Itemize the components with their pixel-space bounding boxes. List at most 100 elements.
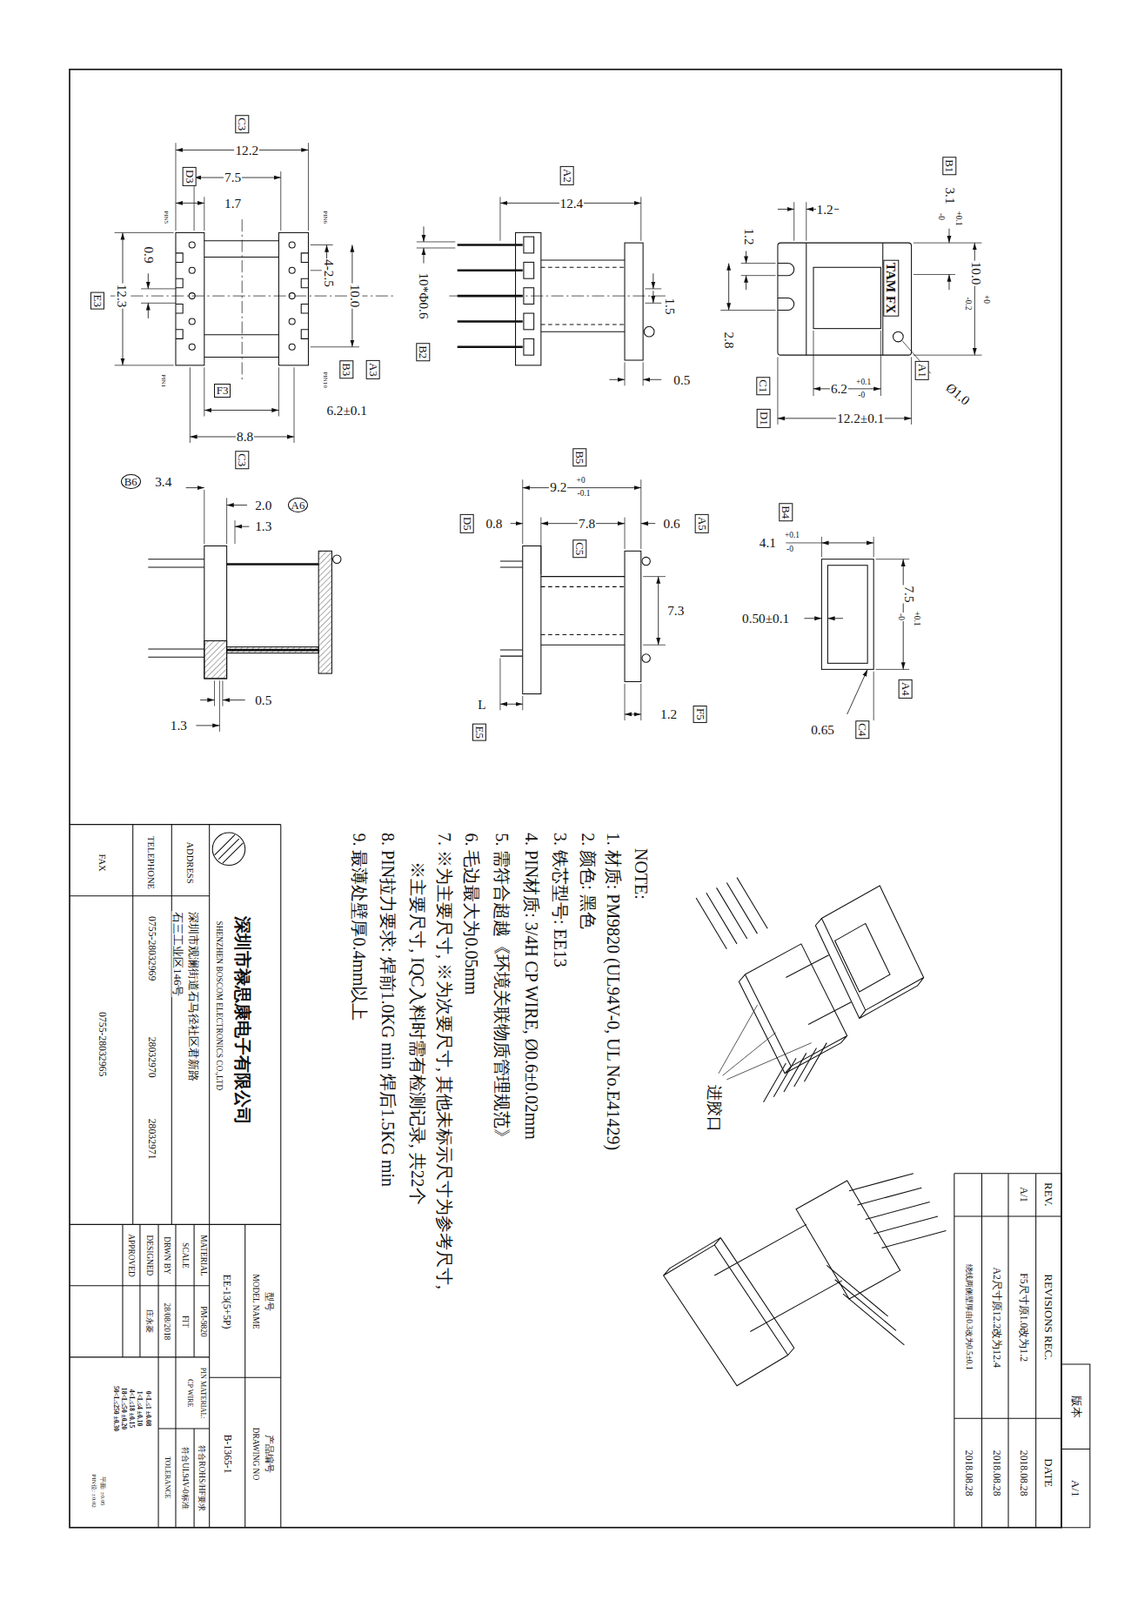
tube-section-stroke	[827, 565, 868, 664]
bottom-view-stroke	[657, 576, 659, 646]
end-view-stroke	[728, 263, 730, 311]
tube-section-stroke	[821, 559, 874, 670]
section-view-stroke	[227, 564, 320, 651]
title-block-cell: ADDRESS	[185, 840, 195, 884]
section-view-stroke	[204, 489, 235, 732]
title-block-cell: 1<L≤4 ±0.10	[136, 1390, 144, 1428]
side-view-stroke	[416, 196, 662, 386]
note-line: 1. 材质: PM9820 (UL94V-0, UL No.E41429)	[603, 831, 623, 1152]
isometric-view-stroke	[785, 955, 851, 1025]
isometric-view-stroke	[718, 1004, 812, 1080]
top-view-stroke	[204, 240, 280, 358]
top-view-stroke	[188, 343, 195, 350]
title-block	[69, 824, 282, 1528]
section-view-stroke	[227, 504, 248, 506]
revision-cell: 2018.08.28	[990, 1449, 1001, 1498]
note-line: NOTE:	[631, 847, 650, 901]
title-block-stroke	[69, 1224, 282, 1527]
tube-section-stroke	[821, 542, 874, 543]
revision-cell: REVISIONS REC.	[1042, 1272, 1055, 1361]
tube-section	[785, 536, 910, 721]
section-view-stroke	[200, 699, 215, 701]
title-block-cell: CP WIRE	[185, 1378, 194, 1409]
title-block-cell: 28032971	[145, 1117, 156, 1161]
dimension-text: 12.3	[115, 283, 130, 309]
isometric-view-stroke	[815, 885, 924, 1018]
reference-tag: A3	[367, 360, 382, 380]
dimension-text: 4-2.5	[321, 259, 336, 289]
end-view-stroke	[777, 208, 795, 210]
dimension-text: +0	[575, 476, 587, 486]
title-block-cell: 符合UL94V-0标准	[180, 1445, 189, 1511]
side-view-stroke	[448, 295, 669, 297]
side-view-stroke	[523, 261, 535, 279]
title-block-cell: APPROVED	[126, 1232, 135, 1279]
title-block-cell: EE-13(5+5P)	[220, 1273, 232, 1331]
note-line: 9. 最薄处壁厚0.4mm以上	[349, 831, 369, 1022]
dimension-text: 0.5	[254, 693, 273, 708]
top-view	[110, 142, 394, 443]
end-view-stroke	[777, 263, 795, 311]
revision-cell: 绕线两侧壁厚由0.3改为0.5±0.1	[963, 1263, 973, 1371]
isometric-view-stroke	[835, 923, 891, 992]
title-block-cell: 型号	[263, 1291, 274, 1312]
reference-tag: D5	[461, 514, 476, 534]
dimension-text: 0.8	[484, 516, 503, 531]
top-view-stroke	[278, 232, 308, 365]
title-block-cell: PM-9820	[198, 1305, 208, 1339]
section-view-stroke	[222, 699, 246, 701]
end-view-stroke	[806, 242, 884, 355]
reference-tag: B2	[416, 342, 431, 362]
isometric-view-stroke	[663, 1238, 795, 1386]
side-view-stroke	[624, 242, 643, 361]
dimension-text: 7.5	[223, 170, 242, 185]
section-view-stroke	[318, 550, 332, 674]
reference-tag: B4	[779, 502, 794, 522]
top-view-stroke	[188, 267, 195, 274]
reference-tag: C5	[573, 539, 588, 558]
title-block-cell: 产品编号	[263, 1433, 274, 1474]
dimension-text: 7.3	[666, 603, 685, 618]
dimension-text: 4.1	[758, 535, 777, 550]
title-block-stroke	[214, 834, 244, 864]
dimension-text: 3.4	[153, 475, 173, 489]
bottom-view-stroke	[522, 545, 542, 694]
end-view-stroke	[777, 242, 912, 355]
title-block-cell: 0755-28032969	[146, 915, 157, 982]
section-view-stroke	[204, 545, 228, 678]
reference-tag: B3	[340, 360, 355, 379]
revision-cell: 2018.08.28	[962, 1449, 973, 1498]
title-block-cell: 18<L≤50 ±0.20	[120, 1386, 128, 1431]
dimension-text: Ø1.0	[942, 379, 973, 409]
revision-cell: F5尺寸原1.0改为1.2	[1017, 1271, 1028, 1363]
reference-tag: B1	[942, 156, 957, 175]
revision-table	[954, 1173, 1091, 1528]
isometric-view-stroke	[696, 877, 768, 950]
title-block-cell: 深圳市禄思康电子有限公司	[234, 915, 253, 1126]
title-block-cell: 28/08/2018	[161, 1302, 171, 1342]
dimension-text: 10*Φ0.6	[416, 272, 431, 321]
top-view-stroke	[241, 219, 243, 380]
dimension-text: +0	[981, 294, 991, 305]
dimension-text: 1.2	[816, 202, 835, 217]
isometric-view-stroke	[796, 1180, 901, 1299]
bottom-view-stroke	[642, 654, 650, 663]
end-view	[720, 201, 982, 425]
dimension-text: +0.1	[855, 378, 872, 388]
isometric-view	[663, 877, 947, 1386]
bottom-view	[500, 479, 666, 721]
dimension-text: -0	[856, 391, 866, 401]
dimension-text: 1.7	[223, 196, 242, 211]
dimension-text: 12.2	[234, 143, 260, 158]
section-view	[147, 488, 342, 732]
dimension-text: 0.6	[662, 516, 682, 531]
title-block-cell: 28032970	[145, 1036, 156, 1079]
revision-cell: REV.	[1042, 1181, 1055, 1207]
note-line: 5. 需符合超越《环境关联物质管理规范》	[493, 831, 512, 1147]
note-line: 2. 颜色: 黑色	[577, 831, 596, 930]
reference-tag: A1	[915, 361, 930, 381]
dimension-text: 2.8	[722, 330, 737, 349]
dimension-text: 10.0	[970, 261, 984, 287]
title-block-cell: DESIGNED	[144, 1234, 154, 1278]
